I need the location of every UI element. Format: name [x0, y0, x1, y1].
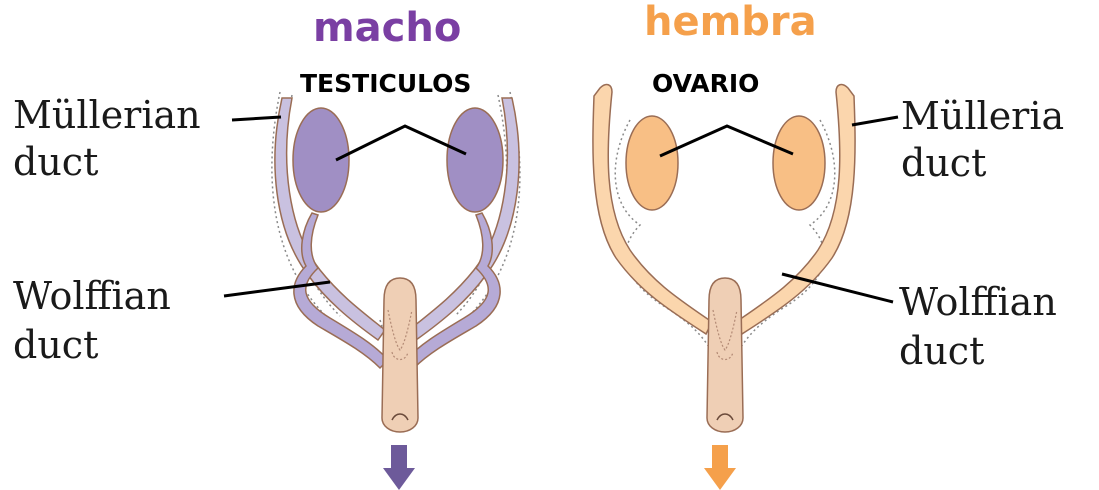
male-testis-right: [447, 108, 503, 212]
female-gonad-label: OVARIO: [652, 71, 759, 96]
left-mullerian-label-line1: Müllerian: [13, 96, 201, 134]
left-wolffian-label-line2: duct: [13, 326, 98, 364]
right-mullerian-label-line2: duct: [901, 144, 986, 182]
female-ovary-left: [626, 116, 678, 210]
female-title: hembra: [644, 2, 817, 42]
male-urogenital-sinus: [382, 278, 418, 432]
male-wolffian-duct-right: [406, 213, 500, 368]
male-diagram: [224, 92, 520, 490]
male-down-arrow-icon: [383, 445, 415, 490]
left-wolffian-label-line1: Wolffian: [13, 277, 171, 315]
female-diagram: [593, 85, 898, 490]
female-urogenital-sinus: [707, 278, 743, 432]
female-ovary-right: [773, 116, 825, 210]
right-wolffian-label-line2: duct: [899, 332, 984, 370]
right-mullerian-label-line1: Mülleria: [901, 97, 1064, 135]
male-testis-left: [293, 108, 349, 212]
left-mullerian-label-line2: duct: [13, 143, 98, 181]
male-title: macho: [313, 8, 461, 48]
female-down-arrow-icon: [704, 445, 736, 490]
right-wolffian-label-line1: Wolffian: [899, 283, 1057, 321]
male-wolffian-duct-left: [294, 213, 388, 368]
male-gonad-label: TESTICULOS: [300, 71, 471, 96]
